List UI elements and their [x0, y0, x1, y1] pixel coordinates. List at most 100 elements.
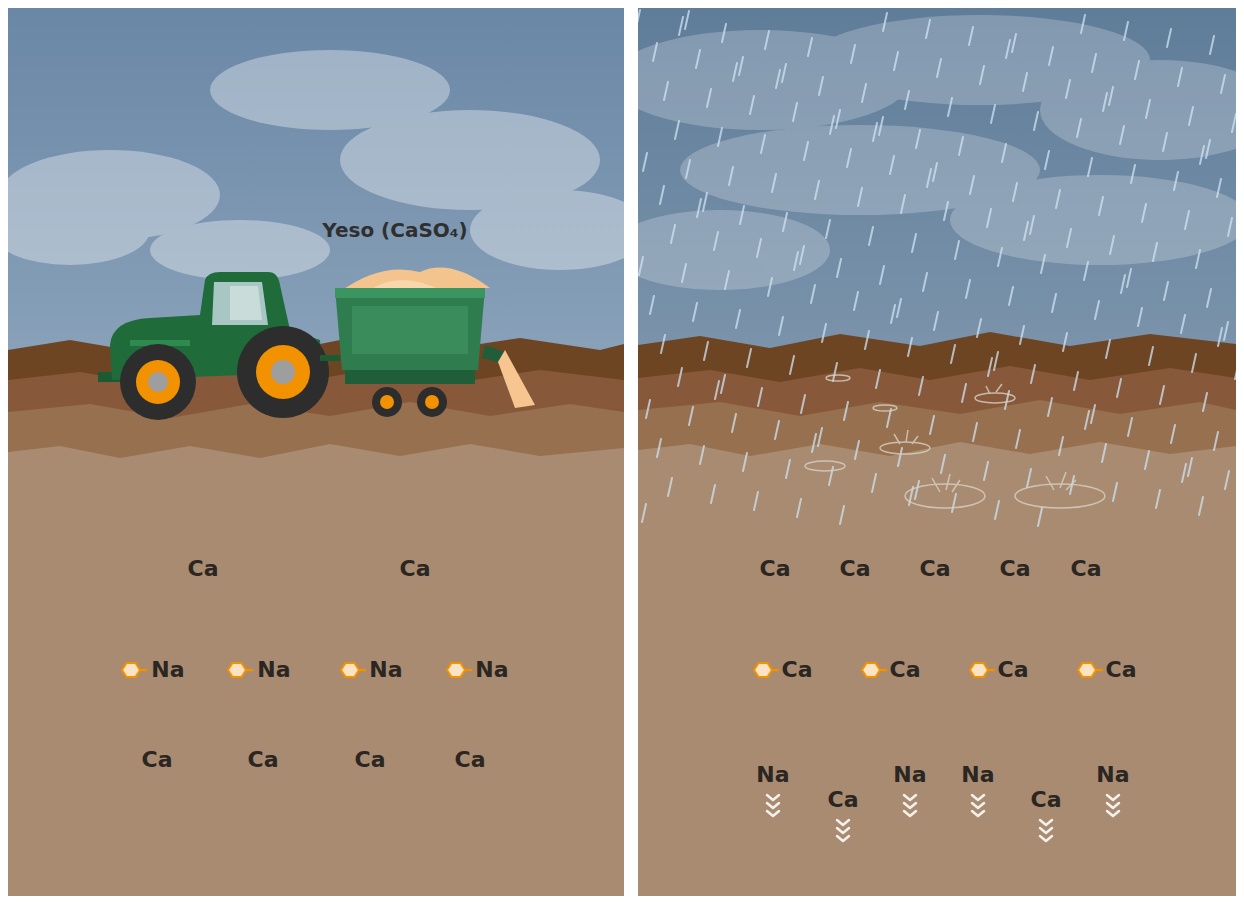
- rain-drop: [1120, 126, 1124, 144]
- rain-drop: [646, 400, 650, 418]
- rain-drop: [1081, 15, 1085, 33]
- ion-label: Ca: [998, 658, 1029, 682]
- rain-drop: [1181, 315, 1185, 333]
- rain-drop: [782, 64, 786, 82]
- rain-drop: [765, 31, 769, 49]
- rain-drop: [1110, 236, 1114, 254]
- rain-drop: [733, 63, 737, 81]
- rain-drop: [1189, 107, 1193, 125]
- rain-drop: [1099, 197, 1103, 215]
- rain-drop: [797, 499, 801, 517]
- rain-drop: [707, 89, 711, 107]
- rain-drop: [718, 128, 722, 146]
- rain-drop: [923, 273, 927, 291]
- rain-drop: [682, 264, 686, 282]
- rain-drop: [812, 434, 816, 452]
- rain-drop: [822, 324, 826, 342]
- rain-drop: [901, 195, 905, 213]
- rain-drop: [1013, 183, 1017, 201]
- rain-drop: [933, 163, 937, 181]
- rain-drop: [664, 82, 668, 100]
- rain-drop: [869, 227, 873, 245]
- rain-drop: [704, 342, 708, 360]
- rain-drop: [1199, 497, 1203, 515]
- rain-drop: [1214, 432, 1218, 450]
- rain-drop: [844, 402, 848, 420]
- rain-drop: [775, 421, 779, 439]
- rain-drop: [833, 363, 837, 381]
- clouds: [8, 50, 624, 280]
- rain-drop: [1217, 179, 1221, 197]
- rain-drop: [847, 149, 851, 167]
- rain-drop: [880, 266, 884, 284]
- rain-drop: [952, 494, 956, 512]
- ion-label: Ca: [890, 658, 921, 682]
- ion-label: Ca: [840, 557, 871, 581]
- rain-drop: [873, 123, 877, 141]
- rain-drop: [642, 504, 646, 522]
- rain-drop: [722, 24, 726, 42]
- rain-drop: [969, 27, 973, 45]
- rain-drop: [1059, 437, 1063, 455]
- rain-drop: [801, 395, 805, 413]
- rain-drop: [1034, 112, 1038, 130]
- leaching-arrow: [1107, 795, 1119, 816]
- rain-drop: [736, 310, 740, 328]
- rain-drop: [1160, 386, 1164, 404]
- rain-drop: [855, 441, 859, 459]
- leaching-arrow: [1040, 820, 1052, 841]
- rain-drop: [1074, 372, 1078, 390]
- rain-drop: [826, 220, 830, 238]
- rain-drop: [879, 117, 883, 135]
- rain-drop: [653, 43, 657, 61]
- leaching-arrow: [972, 795, 984, 816]
- ion-label: Ca: [828, 788, 859, 812]
- rain-drop: [905, 91, 909, 109]
- material-label: Yeso (CaSO₄): [322, 219, 467, 241]
- rain-drop: [761, 135, 765, 153]
- ion-label: Ca: [920, 557, 951, 581]
- ion-label: Na: [257, 658, 290, 682]
- rain-drop: [671, 225, 675, 243]
- rain-drop: [1088, 158, 1092, 176]
- rain-drop: [894, 52, 898, 70]
- rain-drop: [1124, 22, 1128, 40]
- rain-drop: [668, 478, 672, 496]
- rain-drop: [697, 199, 701, 217]
- rain-drop: [1002, 144, 1006, 162]
- rain-drop: [1006, 40, 1010, 58]
- rain-drop: [840, 506, 844, 524]
- rain-drop: [897, 299, 901, 317]
- rain-drop: [1207, 289, 1211, 307]
- rain-drop: [1049, 47, 1053, 65]
- rain-drop: [916, 130, 920, 148]
- rain-drop: [1106, 340, 1110, 358]
- left-panel: [8, 8, 624, 896]
- rain-drop: [977, 319, 981, 337]
- rain-drop: [1146, 100, 1150, 118]
- rain-drop: [800, 246, 804, 264]
- rain-drop: [743, 453, 747, 471]
- rain-drop: [984, 462, 988, 480]
- rain-drop: [1224, 322, 1228, 340]
- rain-drop: [729, 167, 733, 185]
- rain-drop: [725, 271, 729, 289]
- rain-drop: [638, 10, 640, 28]
- rain-drop: [941, 455, 945, 473]
- rain-drop: [934, 312, 938, 330]
- rain-drop: [732, 414, 736, 432]
- rain-drop: [1203, 393, 1207, 411]
- ion-label: Ca: [1106, 658, 1137, 682]
- rain-drop: [1048, 398, 1052, 416]
- rain-drop: [661, 335, 665, 353]
- gypsum-trailer: [335, 268, 535, 417]
- rain-drop: [675, 121, 679, 139]
- rain-drop: [1020, 326, 1024, 344]
- rain-drop: [1228, 218, 1232, 236]
- rain-drop: [650, 296, 654, 314]
- rain-drop: [747, 349, 751, 367]
- rain-drop: [830, 116, 834, 134]
- exchange-site-icon: [122, 663, 147, 677]
- rain-drop: [944, 202, 948, 220]
